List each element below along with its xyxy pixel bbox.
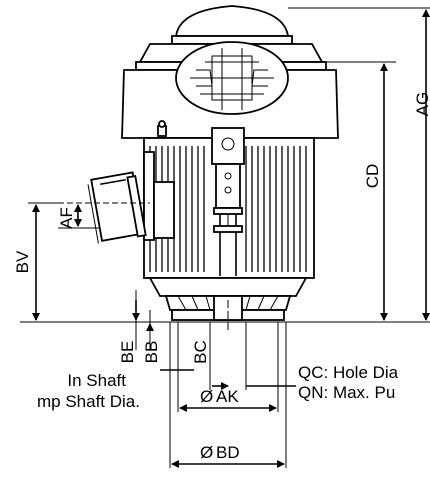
label-bb: BB bbox=[142, 341, 161, 364]
lifting-lug bbox=[157, 120, 167, 137]
label-bd: BD bbox=[216, 443, 240, 462]
label-af: AF bbox=[57, 207, 76, 229]
extension-lines bbox=[20, 7, 430, 468]
label-bc: BC bbox=[191, 340, 210, 364]
label-be: BE bbox=[118, 341, 137, 364]
dimension-lines bbox=[32, 9, 430, 468]
label-ak: AK bbox=[216, 387, 239, 406]
lower-housing bbox=[148, 277, 308, 297]
label-bv: BV bbox=[13, 250, 32, 273]
label-ag: AG bbox=[413, 92, 430, 117]
diameter-symbol-ak: Ø bbox=[200, 387, 213, 406]
conduit-box bbox=[87, 171, 147, 244]
labels: AG CD BV AF BE BB BC Ø AK Ø BD In Shaft … bbox=[13, 92, 430, 462]
note-left-line-2: mp Shaft Dia. bbox=[37, 392, 140, 411]
label-cd: CD bbox=[363, 164, 382, 189]
motor-body bbox=[87, 5, 339, 321]
top-cap bbox=[174, 5, 290, 37]
side-frame bbox=[143, 151, 155, 241]
diameter-symbol-bd: Ø bbox=[200, 443, 213, 462]
note-right-line-2: QN: Max. Pu bbox=[298, 383, 395, 402]
note-right-line-1: QC: Hole Dia bbox=[298, 363, 399, 382]
terminal-box-plate bbox=[153, 181, 175, 239]
fan-detail bbox=[190, 48, 274, 110]
center-bracket bbox=[211, 127, 245, 276]
flange-ribs bbox=[177, 295, 279, 311]
note-left-line-1: In Shaft bbox=[67, 371, 126, 390]
